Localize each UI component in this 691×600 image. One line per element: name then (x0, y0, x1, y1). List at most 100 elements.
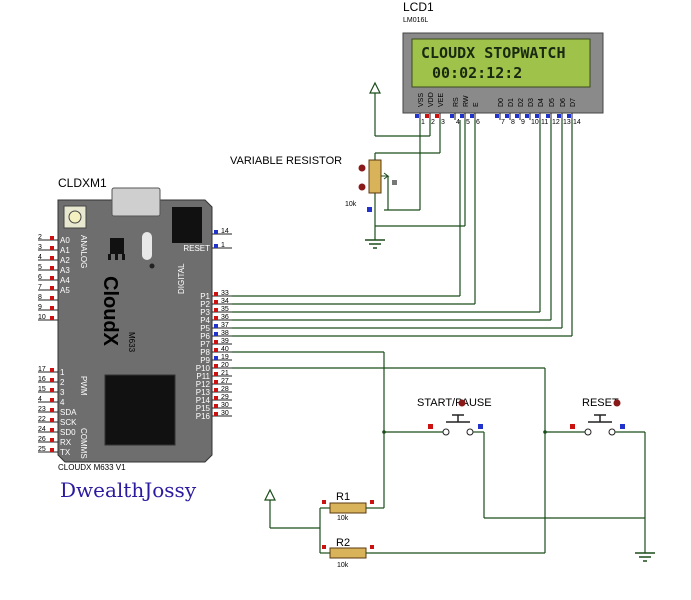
board-pin-number: 14 (221, 228, 229, 235)
board-pin-marker (214, 308, 218, 312)
board-pin-number: 21 (221, 370, 229, 377)
board-pin-label: P7 (200, 340, 210, 349)
lcd-pin-label: RW (463, 95, 470, 107)
board-pin-label: P16 (196, 412, 211, 421)
button-dot (613, 399, 621, 407)
crystal-oscillator (142, 232, 152, 260)
board-pin-label: P15 (196, 404, 211, 413)
lcd-line-2: 00:02:12:2 (432, 64, 522, 82)
board-pin-marker (214, 412, 218, 416)
board-pin-number: 37 (221, 322, 229, 329)
resistor-r2[interactable]: R2 10k (320, 537, 374, 569)
lcd-pin-label: D2 (518, 98, 525, 107)
lcd-pin-number: 6 (476, 119, 480, 126)
board-pin-number: 5 (38, 264, 42, 271)
board-pin-marker (214, 340, 218, 344)
lcd-pin-marker (557, 114, 561, 118)
resistor-r1[interactable]: R1 10k (320, 491, 374, 522)
lcd-pin-number: 9 (521, 119, 525, 126)
board-pin-number: 8 (38, 294, 42, 301)
board-pin-number: 17 (38, 366, 46, 373)
lcd-pin-number: 8 (511, 119, 515, 126)
board-pin-marker (50, 448, 54, 452)
lcd-pin-number: 13 (563, 119, 571, 126)
start-pause-button[interactable]: START/PAUSE (382, 397, 492, 436)
lcd-part-label: LM016L (403, 17, 428, 24)
board-pin-label: 1 (60, 368, 65, 377)
board-pin-label: P8 (200, 348, 210, 357)
board-pin-label: P3 (200, 308, 210, 317)
lcd-pin-marker (435, 114, 439, 118)
board-pin-label: SD0 (60, 428, 76, 437)
board-pin-number: 4 (38, 396, 42, 403)
lcd-power-wires (374, 120, 466, 240)
lcd-pin-label: D3 (528, 98, 535, 107)
lcd-pin-marker (505, 114, 509, 118)
ground-symbol-top (365, 239, 385, 249)
board-ref-label: CLDXM1 (58, 176, 107, 190)
r2-value: 10k (337, 562, 349, 569)
r2-body (329, 547, 367, 559)
board-pin-marker (214, 230, 218, 234)
pot-wiper-marker (392, 180, 397, 185)
board-pin-label: SDA (60, 408, 77, 417)
lcd-pin-label: D5 (549, 98, 556, 107)
lcd-pin-marker (567, 114, 571, 118)
section-analog-label: ANALOG (79, 235, 88, 268)
board-pin-label: P2 (200, 300, 210, 309)
board-pin-number: 24 (38, 426, 46, 433)
board-pin-number: 39 (221, 338, 229, 345)
lcd-pin-marker (460, 114, 464, 118)
lcd-pin-label: E (473, 102, 480, 107)
lcd-pin-number: 7 (501, 119, 505, 126)
lcd-pin-number: 4 (456, 119, 460, 126)
board-pin-marker (214, 404, 218, 408)
lcd-pin-label: D6 (560, 98, 567, 107)
power-arrow-top (369, 81, 381, 136)
board-pin-number: 19 (221, 354, 229, 361)
board-pin-marker (50, 418, 54, 422)
board-pin-number: 38 (221, 330, 229, 337)
board-pin-number: 4 (38, 254, 42, 261)
board-pin-marker (50, 266, 54, 270)
reset-button[interactable]: RESET (543, 397, 645, 436)
lcd-module[interactable]: LCD1 LM016L CLOUDX STOPWATCH 00:02:12:2 … (402, 0, 604, 126)
button-dot (458, 399, 466, 407)
variable-resistor[interactable]: VARIABLE RESISTOR 10k (230, 153, 397, 212)
board-pin-number: 7 (38, 284, 42, 291)
board-pin-number: 30 (221, 402, 229, 409)
r1-ref-label: R1 (336, 491, 350, 503)
board-pin-marker (50, 438, 54, 442)
board-pin-label: P9 (200, 356, 210, 365)
lcd-pin-labels: VSS1VDD2VEE3RS4RW5E6D07D18D29D310D411D51… (415, 92, 581, 126)
ground-symbol-bottom (635, 552, 655, 562)
chip-ic-small (172, 207, 202, 243)
cloudx-board[interactable]: CLDXM1 CloudX M633 ANALOG DIGITAL PWM CO… (38, 176, 232, 472)
board-pin-number: 27 (221, 378, 229, 385)
lcd-pin-label: VEE (438, 93, 445, 107)
pot-terminal-dot (358, 164, 366, 172)
r1-body (329, 502, 367, 514)
board-pin-number: 30 (221, 410, 229, 417)
lcd-pin-marker (515, 114, 519, 118)
board-pin-number: 23 (38, 406, 46, 413)
board-pin-label: P1 (200, 292, 210, 301)
board-pin-marker (50, 246, 54, 250)
lcd-pin-number: 1 (421, 119, 425, 126)
lcd-ref-label: LCD1 (403, 0, 434, 14)
lcd-pin-label: RS (453, 97, 460, 107)
board-pin-number: 40 (221, 346, 229, 353)
board-pin-marker (214, 244, 218, 248)
board-pin-number: 3 (38, 244, 42, 251)
board-pin-label: RESET (183, 244, 210, 253)
section-comms-label: COMMS (79, 428, 88, 459)
lcd-pin-label: D7 (570, 98, 577, 107)
board-pin-marker (214, 300, 218, 304)
lcd-pin-number: 12 (552, 119, 560, 126)
board-pin-marker (214, 316, 218, 320)
board-pin-label: P5 (200, 324, 210, 333)
pot-terminal-dot (358, 183, 366, 191)
board-pin-number: 34 (221, 298, 229, 305)
